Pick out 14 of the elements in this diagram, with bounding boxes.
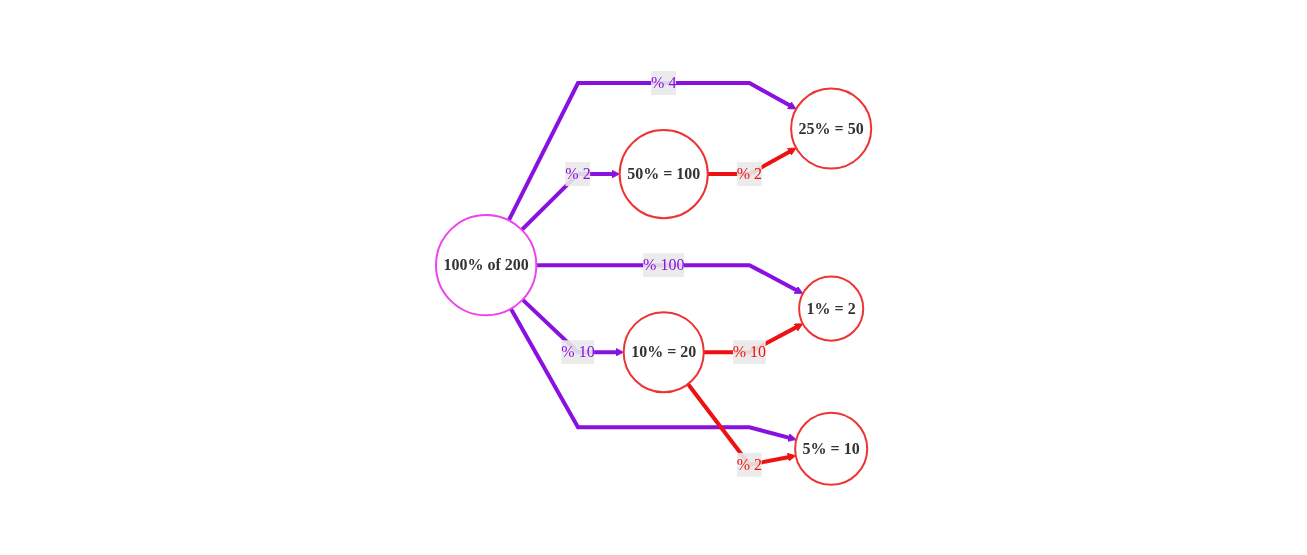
node-circle: 50% = 100 [618,128,709,219]
edge-label: % 2 [736,455,762,473]
node-circle: 1% = 2 [798,275,865,342]
edge-label: % 2 [736,164,762,182]
node-circle: 10% = 20 [622,310,705,393]
node-circle: 100% of 200 [434,213,538,316]
edge-label: % 10 [561,342,595,360]
edge-label: % 4 [650,73,677,91]
arrow [509,307,797,442]
edge-label: % 10 [732,342,766,360]
node-circle: 25% = 50 [790,87,873,170]
edge-label: % 2 [565,164,591,182]
node-circle: 5% = 10 [794,411,869,486]
edge-label: % 100 [642,255,685,273]
